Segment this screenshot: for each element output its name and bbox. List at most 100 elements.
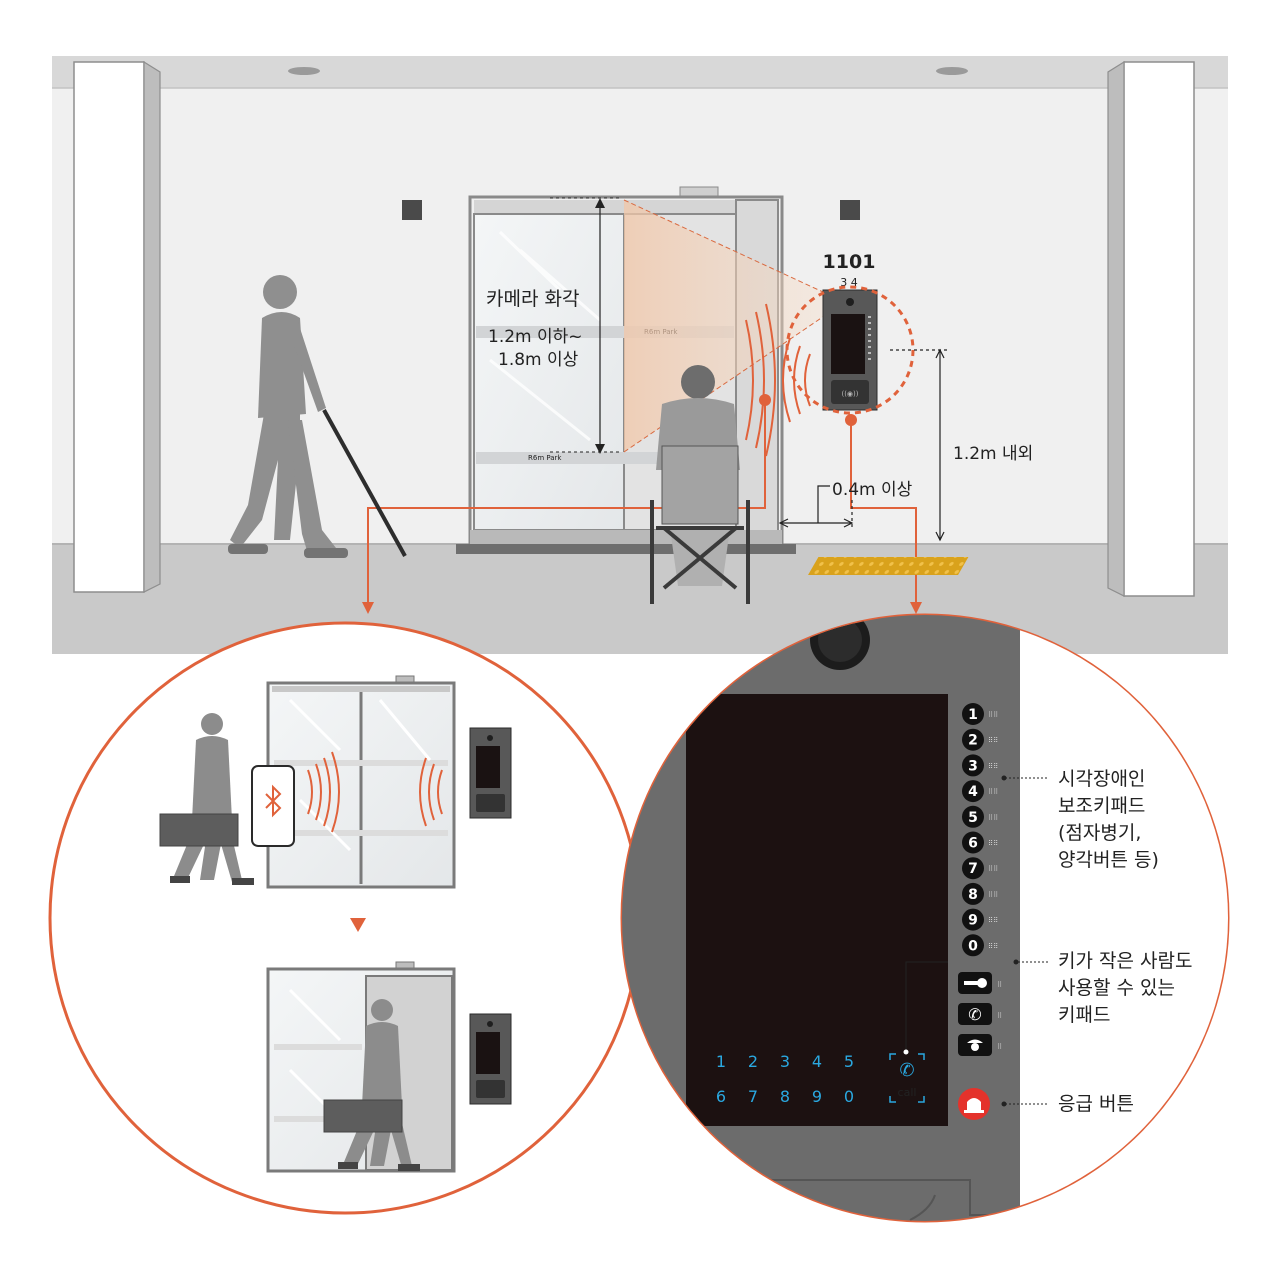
door-mat	[456, 544, 796, 554]
height-range-label: 1.2m 이하~	[488, 327, 583, 347]
callout-braille-keypad: 시각장애인 보조키패드 (점자병기, 양각버튼 등)	[1058, 768, 1159, 871]
keypad-button-8[interactable]: 8 ⠿⠿	[962, 882, 998, 905]
braille-keypad: 1 ⠿⠿ 2 ⠿⠿ 3 ⠿⠿ 4 ⠿⠿ 5 ⠿⠿ 6 ⠿⠿ 7 ⠿⠿ 8 ⠿⠿ 9 ⠿⠿ 0 ⠿⠿	[962, 703, 998, 957]
touch-key-5[interactable]: 5	[844, 1052, 854, 1071]
phone-button[interactable]: ✆ ⠿	[958, 1003, 1002, 1025]
callout-low-keypad: 키가 작은 사람도 사용할 수 있는 키패드	[1058, 950, 1193, 1026]
keypad-digit: 9	[968, 913, 978, 929]
focus-circle	[785, 285, 915, 415]
camera-view-cone	[624, 200, 836, 452]
braille-dots: ⠿⠿	[988, 737, 998, 745]
keypad-digit: 6	[968, 836, 978, 852]
svg-text:⠿: ⠿	[997, 1012, 1002, 1020]
emergency-siren-icon	[964, 1098, 984, 1113]
wall-sensor	[840, 200, 860, 220]
phone-icon: ✆	[899, 1060, 914, 1081]
panel-height-dimension	[890, 348, 950, 542]
security-guard-icon	[967, 1039, 983, 1051]
panel-height-label: 1.2m 내외	[953, 444, 1033, 464]
keypad-digit: 8	[968, 887, 978, 903]
tactile-paving	[808, 557, 969, 575]
touch-key-0[interactable]: 0	[844, 1087, 854, 1106]
touch-keypad: 1 2 3 4 5 6 7 8 9 0 ✆ call	[716, 1052, 925, 1106]
touch-key-4[interactable]: 4	[812, 1052, 822, 1071]
phone-icon: ✆	[968, 1005, 981, 1024]
keypad-button-0[interactable]: 0 ⠿⠿	[962, 934, 998, 957]
touch-key-3[interactable]: 3	[780, 1052, 790, 1071]
keypad-button-5[interactable]: 5 ⠿⠿	[962, 805, 998, 828]
keypad-digit: 1	[968, 707, 978, 723]
wall-sensor	[402, 200, 422, 220]
building-entrance-scene: R6m Park R6m Park 카메라 화각 1.2m 이하~ 1.8m 이…	[52, 56, 1228, 654]
keypad-button-2[interactable]: 2 ⠿⠿	[962, 728, 998, 751]
call-label: call	[898, 1086, 917, 1099]
door-sign-text: R6m Park	[528, 454, 562, 462]
smartphone	[251, 765, 295, 847]
keypad-digit: 2	[968, 733, 978, 749]
height-range-label: 1.8m 이상	[498, 350, 579, 370]
call-button[interactable]: ✆ call	[889, 1053, 925, 1103]
keypad-button-3[interactable]: 3 ⠿⠿	[962, 754, 998, 777]
ceiling-light	[936, 67, 968, 75]
pillar-right	[1107, 60, 1195, 597]
keypad-button-6[interactable]: 6 ⠿⠿	[962, 831, 998, 854]
keypad-digit: 0	[968, 938, 978, 954]
intercom-panel: ((◉))	[822, 289, 878, 411]
briefcase	[159, 813, 239, 847]
braille-dots: ⠿⠿	[988, 865, 998, 873]
keypad-button-9[interactable]: 9 ⠿⠿	[962, 908, 998, 931]
unit-number: 1101	[823, 251, 876, 273]
key-icon	[964, 978, 987, 988]
keypad-button-1[interactable]: 1 ⠿⠿	[962, 703, 998, 725]
svg-text:((◉)): ((◉))	[841, 390, 858, 398]
intercom-panel-small	[469, 727, 512, 819]
intercom-panel-small	[469, 1013, 512, 1105]
emergency-button[interactable]	[958, 1088, 990, 1120]
person-with-cane	[228, 275, 407, 558]
keypad-digit: 3	[968, 758, 978, 774]
door-upper	[266, 675, 456, 889]
briefcase	[323, 1099, 403, 1133]
wheelchair-user	[650, 365, 750, 604]
braille-dots: ⠿⠿	[988, 762, 998, 770]
key-button[interactable]: ⠿	[958, 972, 1002, 994]
screen	[686, 694, 948, 1126]
touch-key-9[interactable]: 9	[812, 1087, 822, 1106]
touch-key-2[interactable]: 2	[748, 1052, 758, 1071]
braille-dots: ⠿⠿	[988, 917, 998, 925]
distance-label: 0.4m 이상	[832, 480, 913, 500]
distance-dimension	[778, 485, 854, 530]
braille-dots: ⠿⠿	[988, 942, 998, 950]
businessman-walking	[323, 999, 420, 1171]
arrow-down-icon	[350, 918, 366, 932]
door-lower	[266, 961, 456, 1173]
braille-dots: ⠿⠿	[988, 788, 998, 796]
signal-waves	[745, 303, 811, 457]
guard-button[interactable]: ⠿	[958, 1034, 1002, 1056]
braille-dots: ⠿⠿	[988, 814, 998, 822]
camera-height-dimension	[550, 197, 620, 454]
braille-dots: ⠿⠿	[988, 711, 998, 719]
callout-lines	[903, 775, 1048, 1107]
bluetooth-icon	[265, 784, 282, 818]
keypad-digit: 5	[968, 810, 978, 826]
keypad-button-4[interactable]: 4 ⠿⠿	[962, 780, 998, 803]
keypad-digit: 4	[968, 784, 978, 800]
svg-text:⠿: ⠿	[997, 981, 1002, 989]
bluetooth-door-detail	[159, 675, 512, 1173]
touch-key-7[interactable]: 7	[748, 1087, 758, 1106]
braille-dots: ⠿⠿	[988, 891, 998, 899]
camera-angle-label: 카메라 화각	[486, 288, 579, 310]
braille-dots: ⠿⠿	[988, 840, 998, 848]
keypad-button-7[interactable]: 7 ⠿⠿	[962, 857, 998, 880]
touch-key-6[interactable]: 6	[716, 1087, 726, 1106]
callout-emergency: 응급 버튼	[1058, 1093, 1134, 1115]
ceiling-light	[288, 67, 320, 75]
touch-key-8[interactable]: 8	[780, 1087, 790, 1106]
touch-key-1[interactable]: 1	[716, 1052, 726, 1071]
keypad-digit: 7	[968, 861, 978, 877]
pillar-left	[73, 60, 161, 593]
signal-waves	[307, 751, 443, 833]
